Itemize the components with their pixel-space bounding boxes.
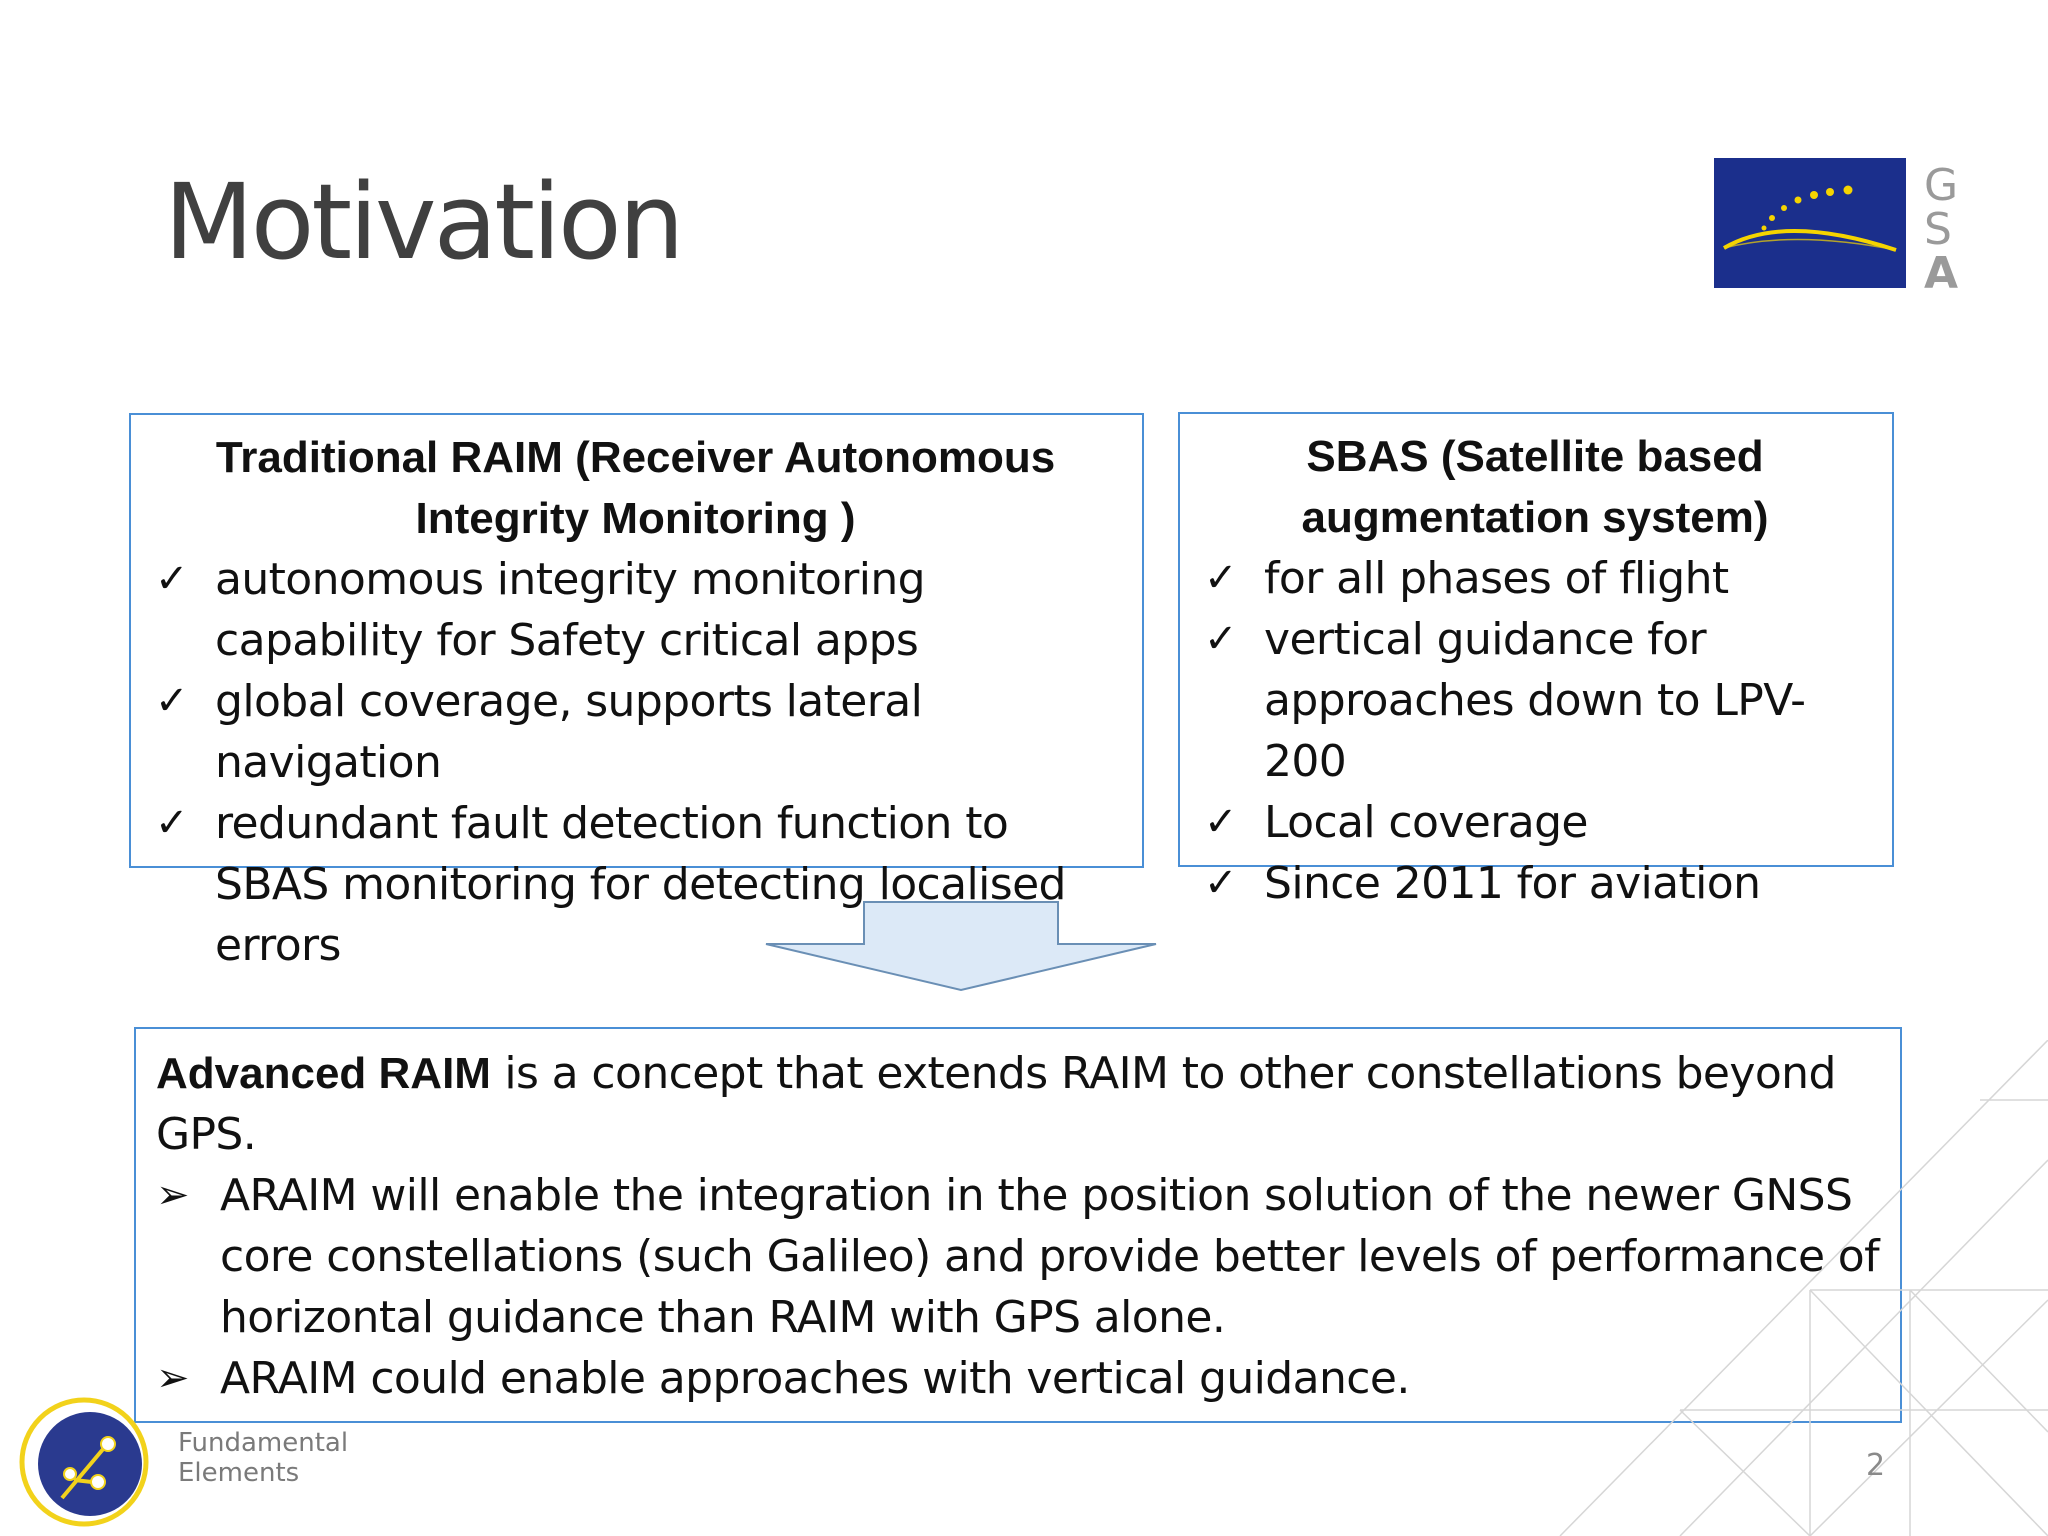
list-item-text: autonomous integrity monitoring capabili… <box>215 554 926 666</box>
traditional-raim-heading: Traditional RAIM (Receiver Autonomous In… <box>151 427 1120 549</box>
gsa-letter-s: S <box>1924 204 1952 255</box>
check-icon: ✓ <box>155 678 189 724</box>
footer-brand: Fundamental Elements <box>178 1428 348 1488</box>
heading-line: Traditional RAIM (Receiver Autonomous <box>215 433 1056 482</box>
decorative-triangle-pattern <box>1559 1040 2048 1536</box>
sbas-feature-list: ✓ for all phases of flight ✓ vertical guid… <box>1200 548 1870 914</box>
list-item: ➢ ARAIM could enable approaches with vert… <box>156 1348 1880 1409</box>
raim-feature-list: ✓ autonomous integrity monitoring capabil… <box>151 549 1120 976</box>
page-number: 2 <box>1866 1448 1886 1483</box>
check-icon: ✓ <box>155 800 189 846</box>
advanced-raim-box: Advanced RAIM is a concept that extends … <box>134 1027 1902 1423</box>
list-item: ➢ ARAIM will enable the integration in th… <box>156 1165 1880 1348</box>
check-icon: ✓ <box>1204 555 1238 601</box>
check-icon: ✓ <box>1204 860 1238 906</box>
sbas-box: SBAS (Satellite based augmentation syste… <box>1178 412 1894 909</box>
intro-bold: Advanced RAIM <box>156 1049 491 1098</box>
arrow-bullet-icon: ➢ <box>156 1172 190 1218</box>
araim-benefit-list: ➢ ARAIM will enable the integration in th… <box>156 1165 1880 1409</box>
intro-text: is a concept that extends RAIM to other … <box>156 1048 1836 1160</box>
list-item-text: Local coverage <box>1264 797 1589 848</box>
heading-line: augmentation system) <box>1301 493 1769 542</box>
footer-brand-line: Fundamental <box>178 1428 349 1458</box>
list-item: ✓ vertical guidance for approaches down t… <box>1200 609 1870 792</box>
advanced-raim-intro: Advanced RAIM is a concept that extends … <box>156 1043 1880 1165</box>
list-item: ✓ Since 2011 for aviation <box>1200 853 1870 914</box>
list-item-text: ARAIM could enable approaches with verti… <box>220 1353 1410 1404</box>
gsa-letter-a: A <box>1924 248 1958 290</box>
list-item: ✓ autonomous integrity monitoring capabil… <box>151 549 1120 671</box>
list-item-text: Since 2011 for aviation <box>1264 858 1761 909</box>
traditional-raim-box: Traditional RAIM (Receiver Autonomous In… <box>129 413 1144 971</box>
arrow-bullet-icon: ➢ <box>156 1355 190 1401</box>
fundamental-elements-logo <box>19 1397 149 1527</box>
check-icon: ✓ <box>1204 616 1238 662</box>
check-icon: ✓ <box>155 556 189 602</box>
list-item: ✓ redundant fault detection function to S… <box>151 793 1120 976</box>
gsa-logo: G S A <box>1714 158 1958 290</box>
list-item-text: redundant fault detection function to SB… <box>215 798 1066 971</box>
list-item-text: vertical guidance for approaches down to… <box>1264 614 1806 787</box>
heading-line: Integrity Monitoring ) <box>415 494 856 543</box>
heading-line: SBAS (Satellite based <box>1306 432 1764 481</box>
list-item-text: global coverage, supports lateral naviga… <box>215 676 923 788</box>
sbas-heading: SBAS (Satellite based augmentation syste… <box>1200 426 1870 548</box>
list-item-text: for all phases of flight <box>1264 553 1729 604</box>
list-item-text: ARAIM will enable the integration in the… <box>220 1170 1880 1343</box>
check-icon: ✓ <box>1204 799 1238 845</box>
list-item: ✓ for all phases of flight <box>1200 548 1870 609</box>
gsa-letter-g: G <box>1924 160 1958 211</box>
list-item: ✓ Local coverage <box>1200 792 1870 853</box>
down-arrow-icon <box>765 901 1157 992</box>
page-title: Motivation <box>164 161 685 283</box>
footer-brand-line: Elements <box>178 1458 300 1488</box>
list-item: ✓ global coverage, supports lateral navig… <box>151 671 1120 793</box>
